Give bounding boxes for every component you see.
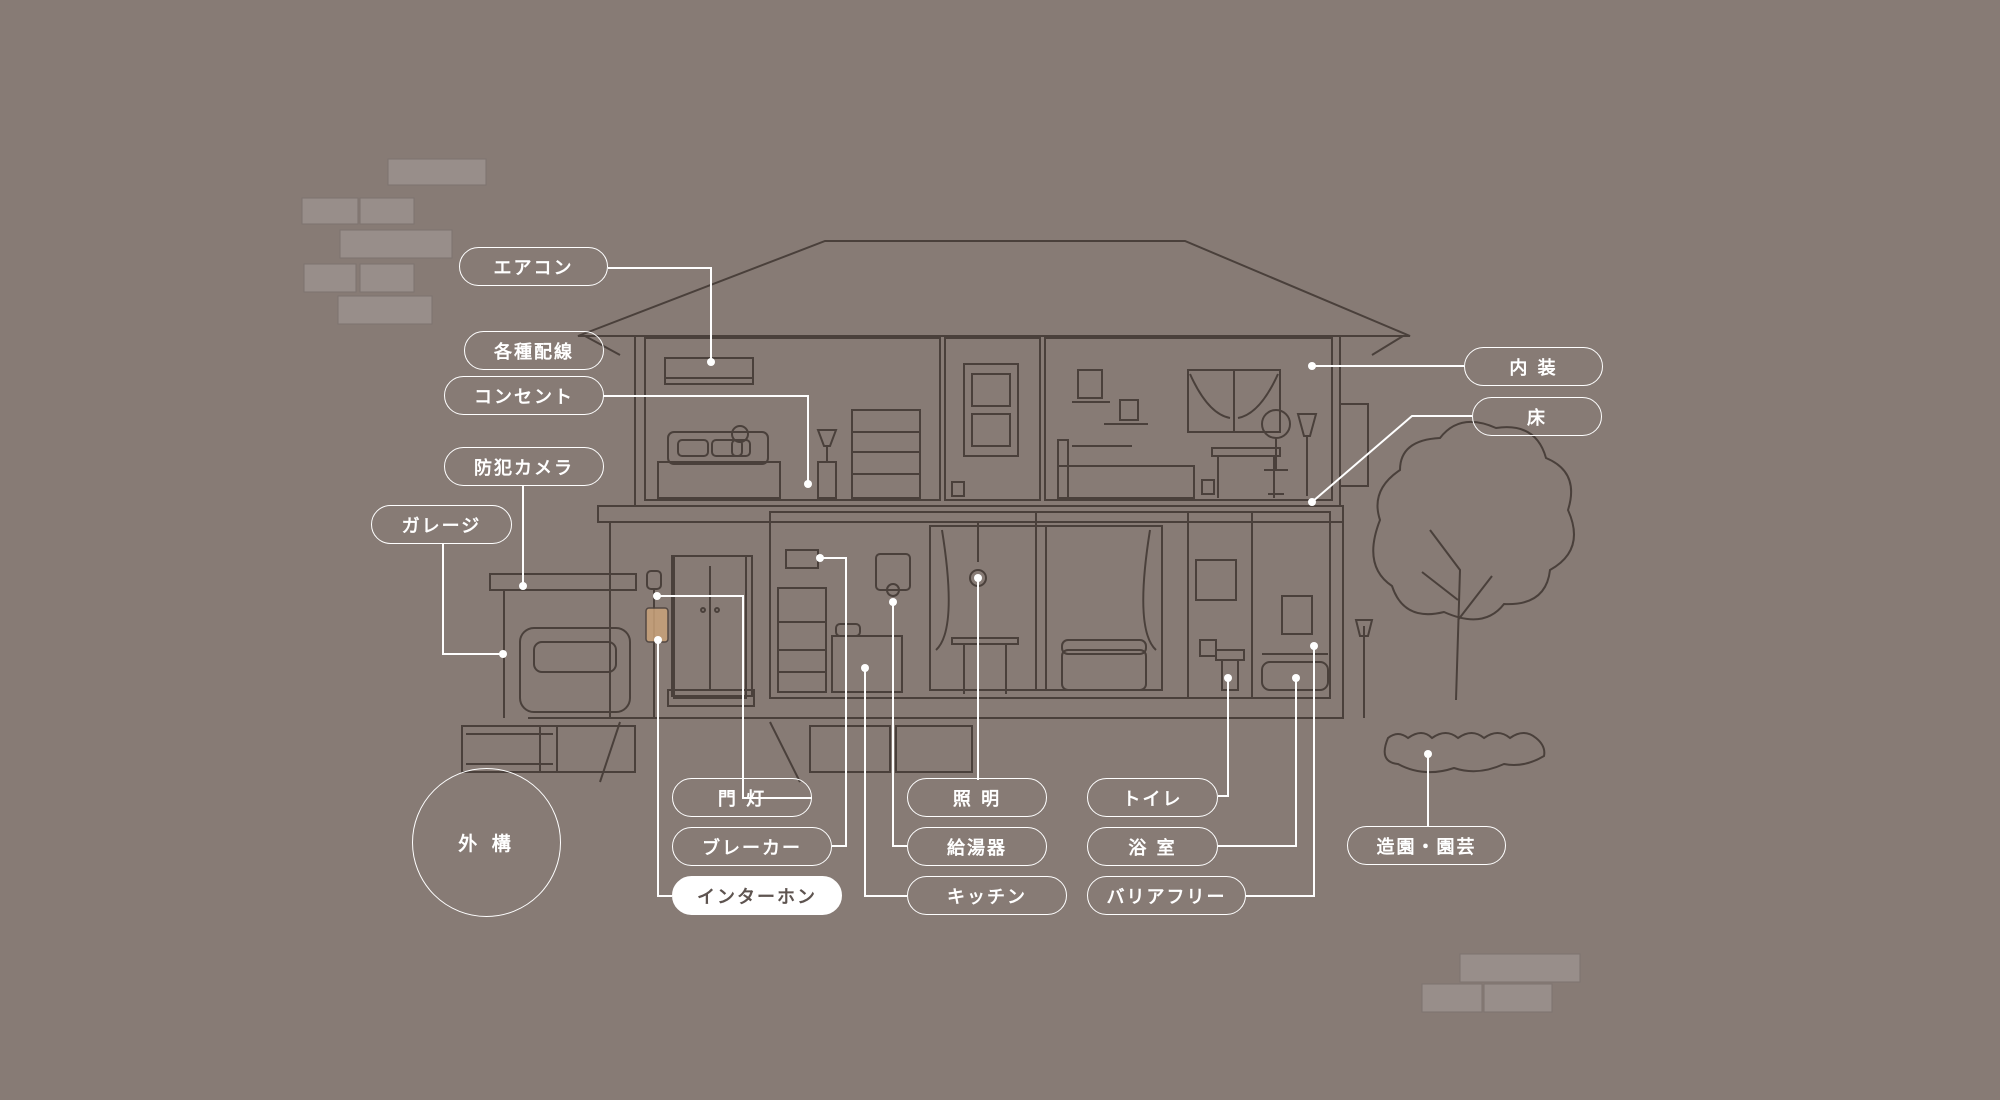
leader-intercom — [657, 640, 672, 897]
leader-garage — [442, 544, 503, 655]
interior-button[interactable]: 内 装 — [1464, 347, 1603, 386]
leader-bathroom — [1218, 678, 1297, 847]
upstairs-bedroom — [657, 357, 1019, 499]
breaker-button[interactable]: ブレーカー — [672, 827, 832, 866]
garage-button[interactable]: ガレージ — [371, 505, 512, 544]
aircon-button[interactable]: エアコン — [459, 247, 608, 286]
leader-gate-light — [657, 595, 812, 799]
garden-tree — [1372, 421, 1575, 774]
upstairs-study — [1057, 369, 1318, 499]
floor-button[interactable]: 床 — [1472, 397, 1602, 436]
house-outline — [577, 240, 1411, 719]
gate-light-button[interactable]: 門 灯 — [672, 778, 812, 817]
security-camera-button[interactable]: 防犯カメラ — [444, 447, 604, 486]
leader-kitchen — [864, 668, 907, 897]
landscaping-button[interactable]: 造園・園芸 — [1347, 826, 1506, 865]
toilet-button[interactable]: トイレ — [1087, 778, 1218, 817]
lighting-button[interactable]: 照 明 — [907, 778, 1047, 817]
leader-floor — [1311, 415, 1472, 503]
leader-aircon — [608, 267, 712, 362]
outlet-button[interactable]: コンセント — [444, 376, 604, 415]
intercom-button[interactable]: インターホン — [672, 876, 842, 915]
leader-outlet — [603, 395, 809, 484]
brick-decoration-top-left — [301, 158, 487, 325]
downstairs-rooms — [646, 522, 1329, 718]
leader-breaker — [820, 557, 847, 847]
kitchen-button[interactable]: キッチン — [907, 876, 1067, 915]
brick-decoration-bottom-right — [1421, 953, 1581, 1013]
wiring-button[interactable]: 各種配線 — [464, 331, 604, 370]
water-heater-button[interactable]: 給湯器 — [907, 827, 1047, 866]
leader-water-heater — [892, 602, 907, 847]
bathroom-button[interactable]: 浴 室 — [1087, 827, 1218, 866]
exterior-button[interactable]: 外 構 — [412, 768, 561, 917]
barrier-free-button[interactable]: バリアフリー — [1087, 876, 1246, 915]
leader-toilet — [1218, 678, 1229, 797]
leader-barrier-free — [1246, 646, 1315, 897]
